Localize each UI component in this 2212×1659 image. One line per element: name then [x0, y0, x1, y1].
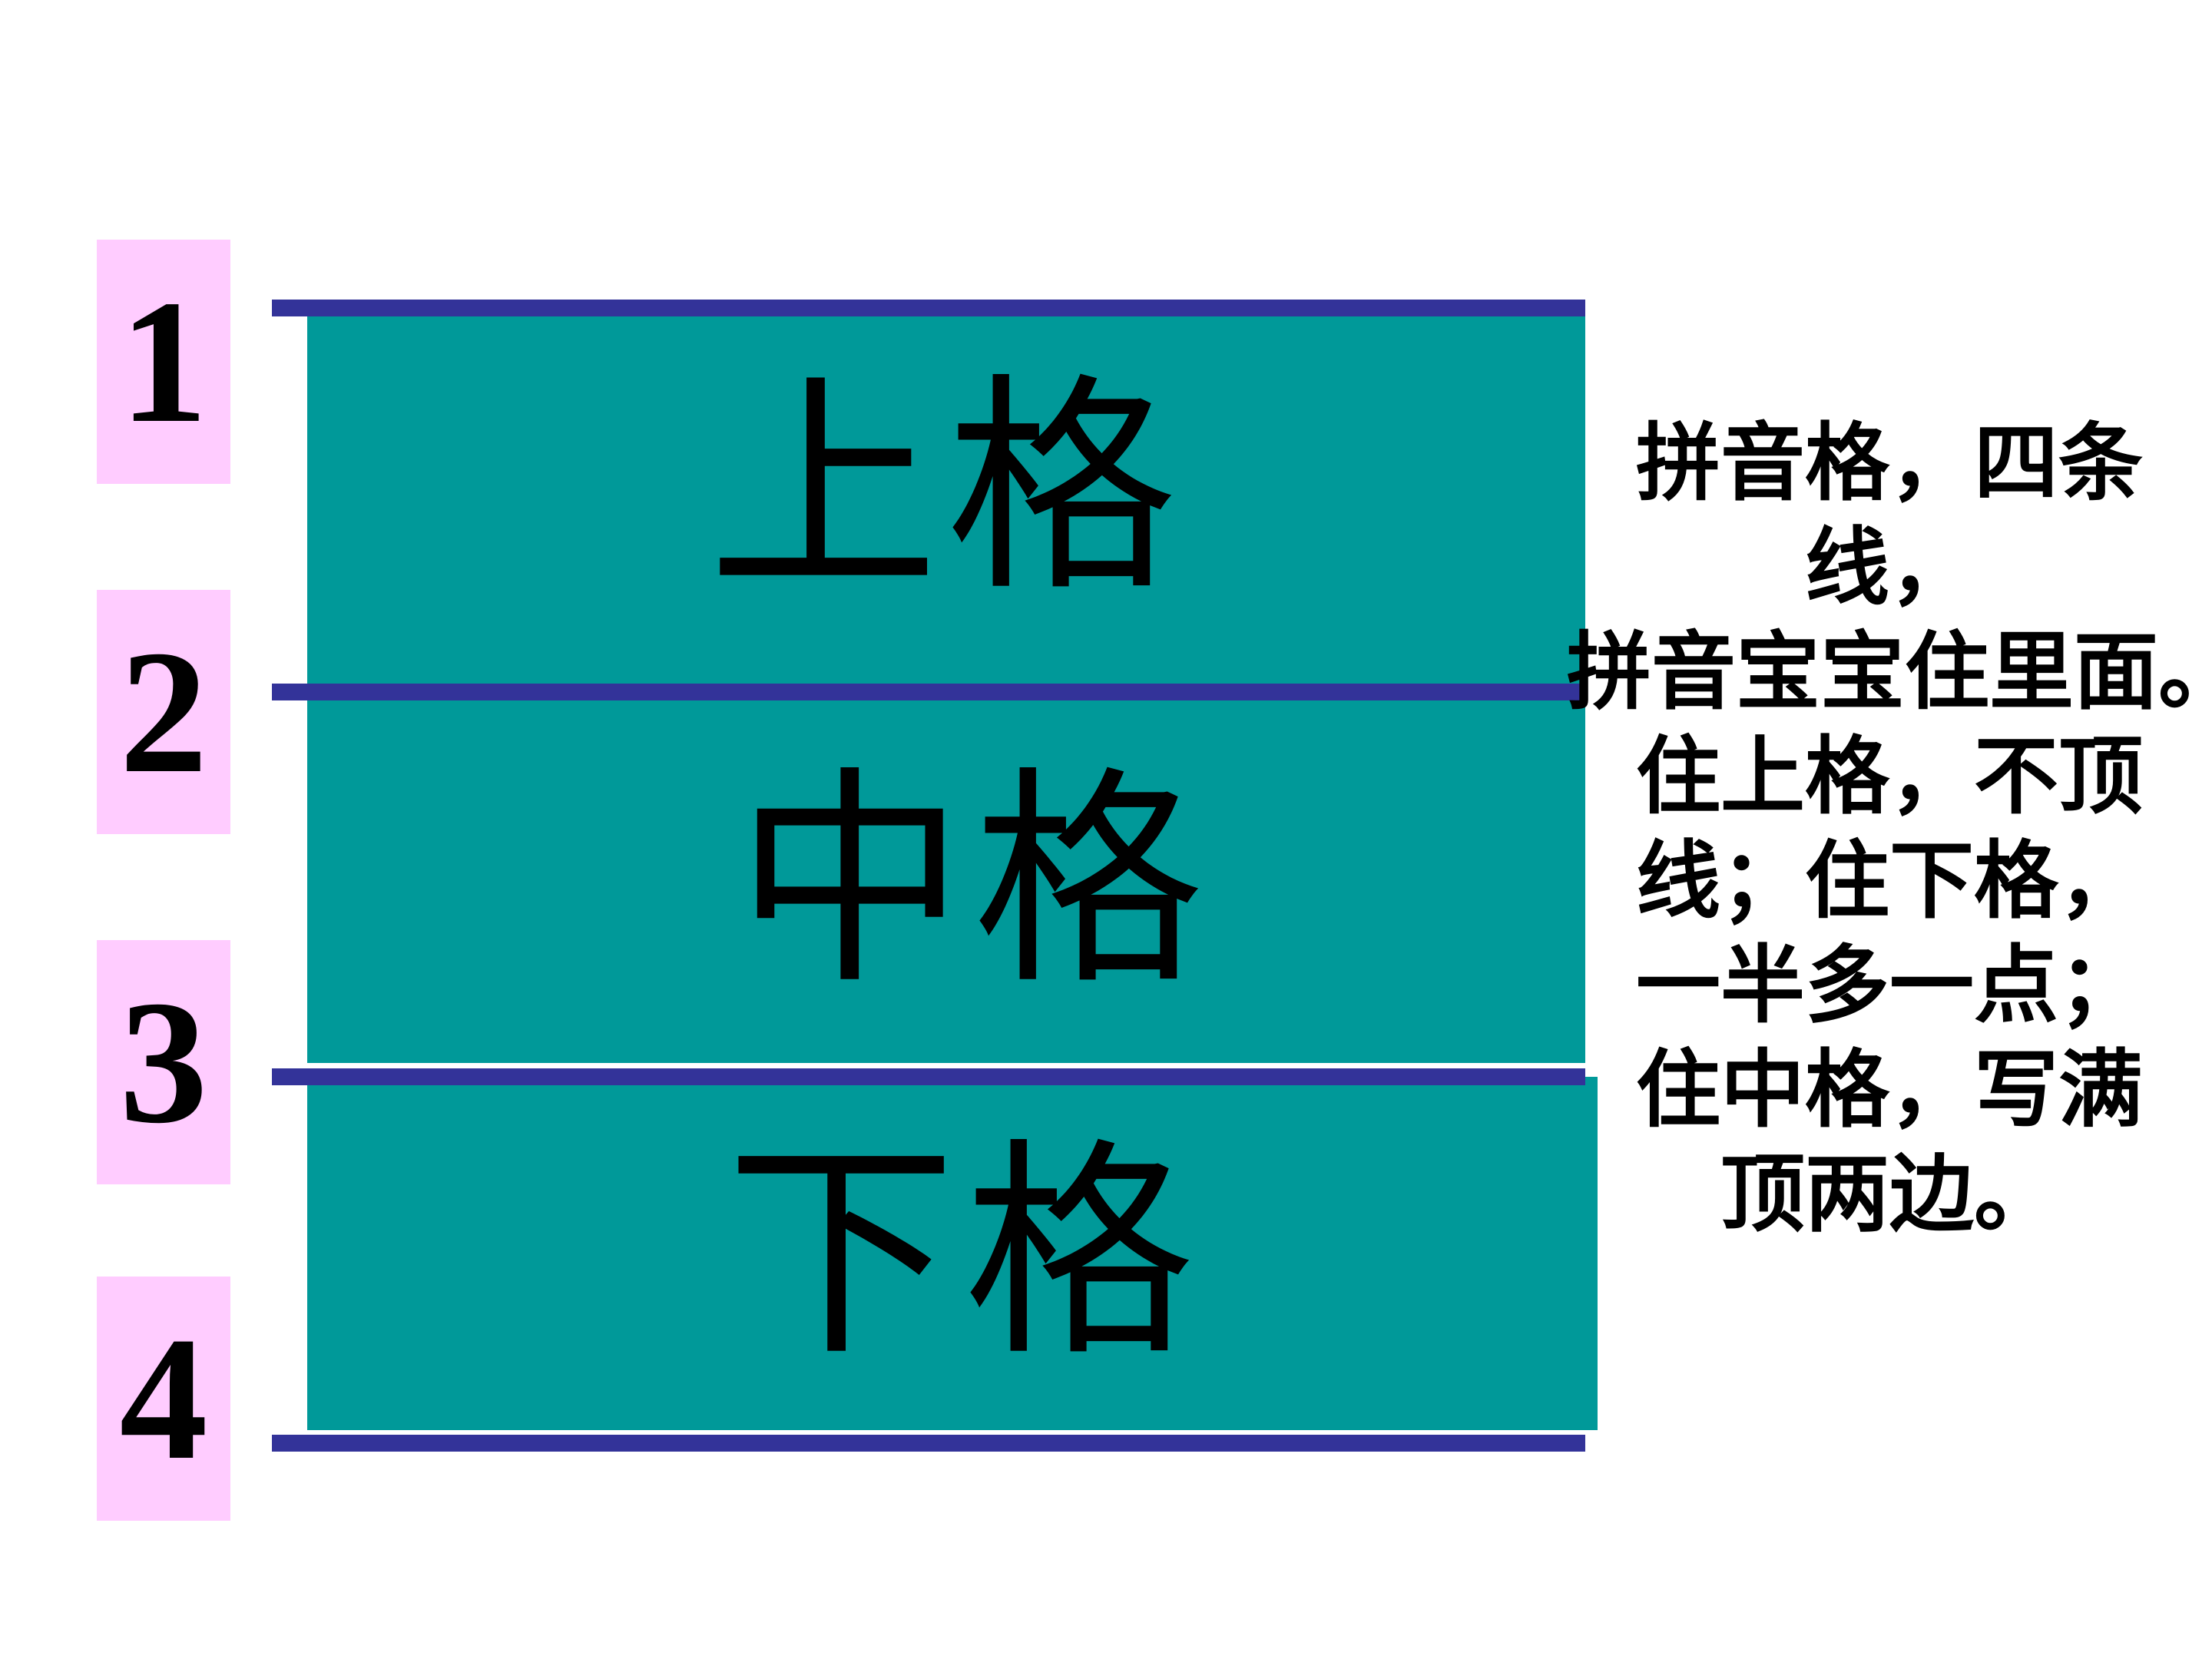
rhyme-line: 线；住下格， — [1636, 832, 2143, 930]
line-number-3: 3 — [97, 940, 230, 1184]
rhyme-line: 一半多一点； — [1636, 936, 2143, 1035]
rhyme-line: 顶两边。 — [1720, 1145, 2058, 1243]
upper-cell-label: 上格 — [708, 354, 1184, 622]
line-number-2: 2 — [97, 590, 230, 834]
rhyme-line: 住上格，不顶 — [1636, 727, 2143, 826]
rule-line-1 — [272, 300, 1585, 316]
upper-cell: 上格 — [307, 316, 1585, 691]
pinyin-rhyme-text: 拼音格，四条 线， 拼音宝宝住里面。 住上格，不顶 线；住下格， 一半多一点； … — [1567, 411, 2212, 1247]
rhyme-line: 拼音宝宝住里面。 — [1567, 623, 2212, 721]
middle-cell-label: 中格 — [735, 747, 1211, 1015]
rhyme-line: 住中格，写满 — [1636, 1041, 2143, 1139]
lower-cell: 下格 — [307, 1077, 1598, 1430]
rule-line-3 — [272, 1068, 1585, 1085]
rhyme-line: 线， — [1805, 518, 1974, 617]
rule-line-2 — [272, 684, 1585, 700]
rule-line-4 — [272, 1435, 1585, 1452]
line-number-1: 1 — [97, 240, 230, 484]
lower-cell-label: 下格 — [726, 1119, 1202, 1387]
middle-cell: 中格 — [307, 700, 1585, 1063]
line-number-4: 4 — [97, 1277, 230, 1521]
rhyme-line: 拼音格，四条 — [1636, 414, 2143, 512]
